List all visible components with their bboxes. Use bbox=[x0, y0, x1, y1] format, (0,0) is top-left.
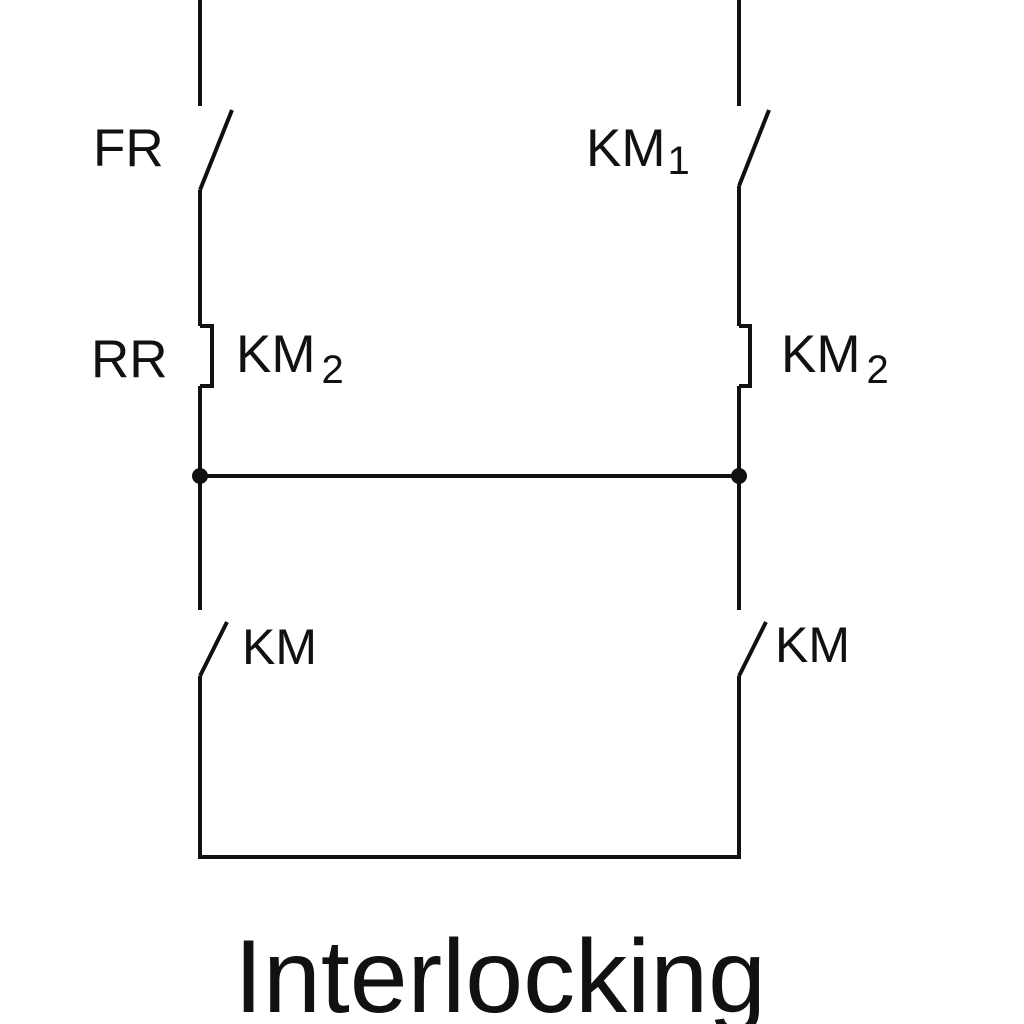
left-km-switch-blade bbox=[198, 621, 229, 677]
right-km-label: KM bbox=[775, 617, 850, 673]
rr-label: RR bbox=[91, 330, 168, 389]
left-km2-subscript: 2 bbox=[322, 348, 344, 392]
left-km-label: KM bbox=[242, 619, 317, 675]
left-km2-nc-contact bbox=[200, 324, 214, 388]
right-junction-node bbox=[731, 468, 747, 484]
right-km2-nc-contact bbox=[739, 324, 752, 388]
km1-subscript: 1 bbox=[668, 139, 690, 183]
km1-label: KM1 bbox=[586, 119, 690, 183]
left-junction-node bbox=[192, 468, 208, 484]
fr-switch-blade bbox=[198, 109, 234, 191]
right-km2-subscript: 2 bbox=[867, 348, 889, 392]
bottom-loop-wire bbox=[198, 676, 741, 859]
fr-label: FR bbox=[93, 119, 164, 178]
diagram-title: Interlocking bbox=[234, 919, 766, 1024]
km1-switch-blade bbox=[737, 109, 771, 187]
right-km-switch-blade bbox=[737, 621, 768, 677]
